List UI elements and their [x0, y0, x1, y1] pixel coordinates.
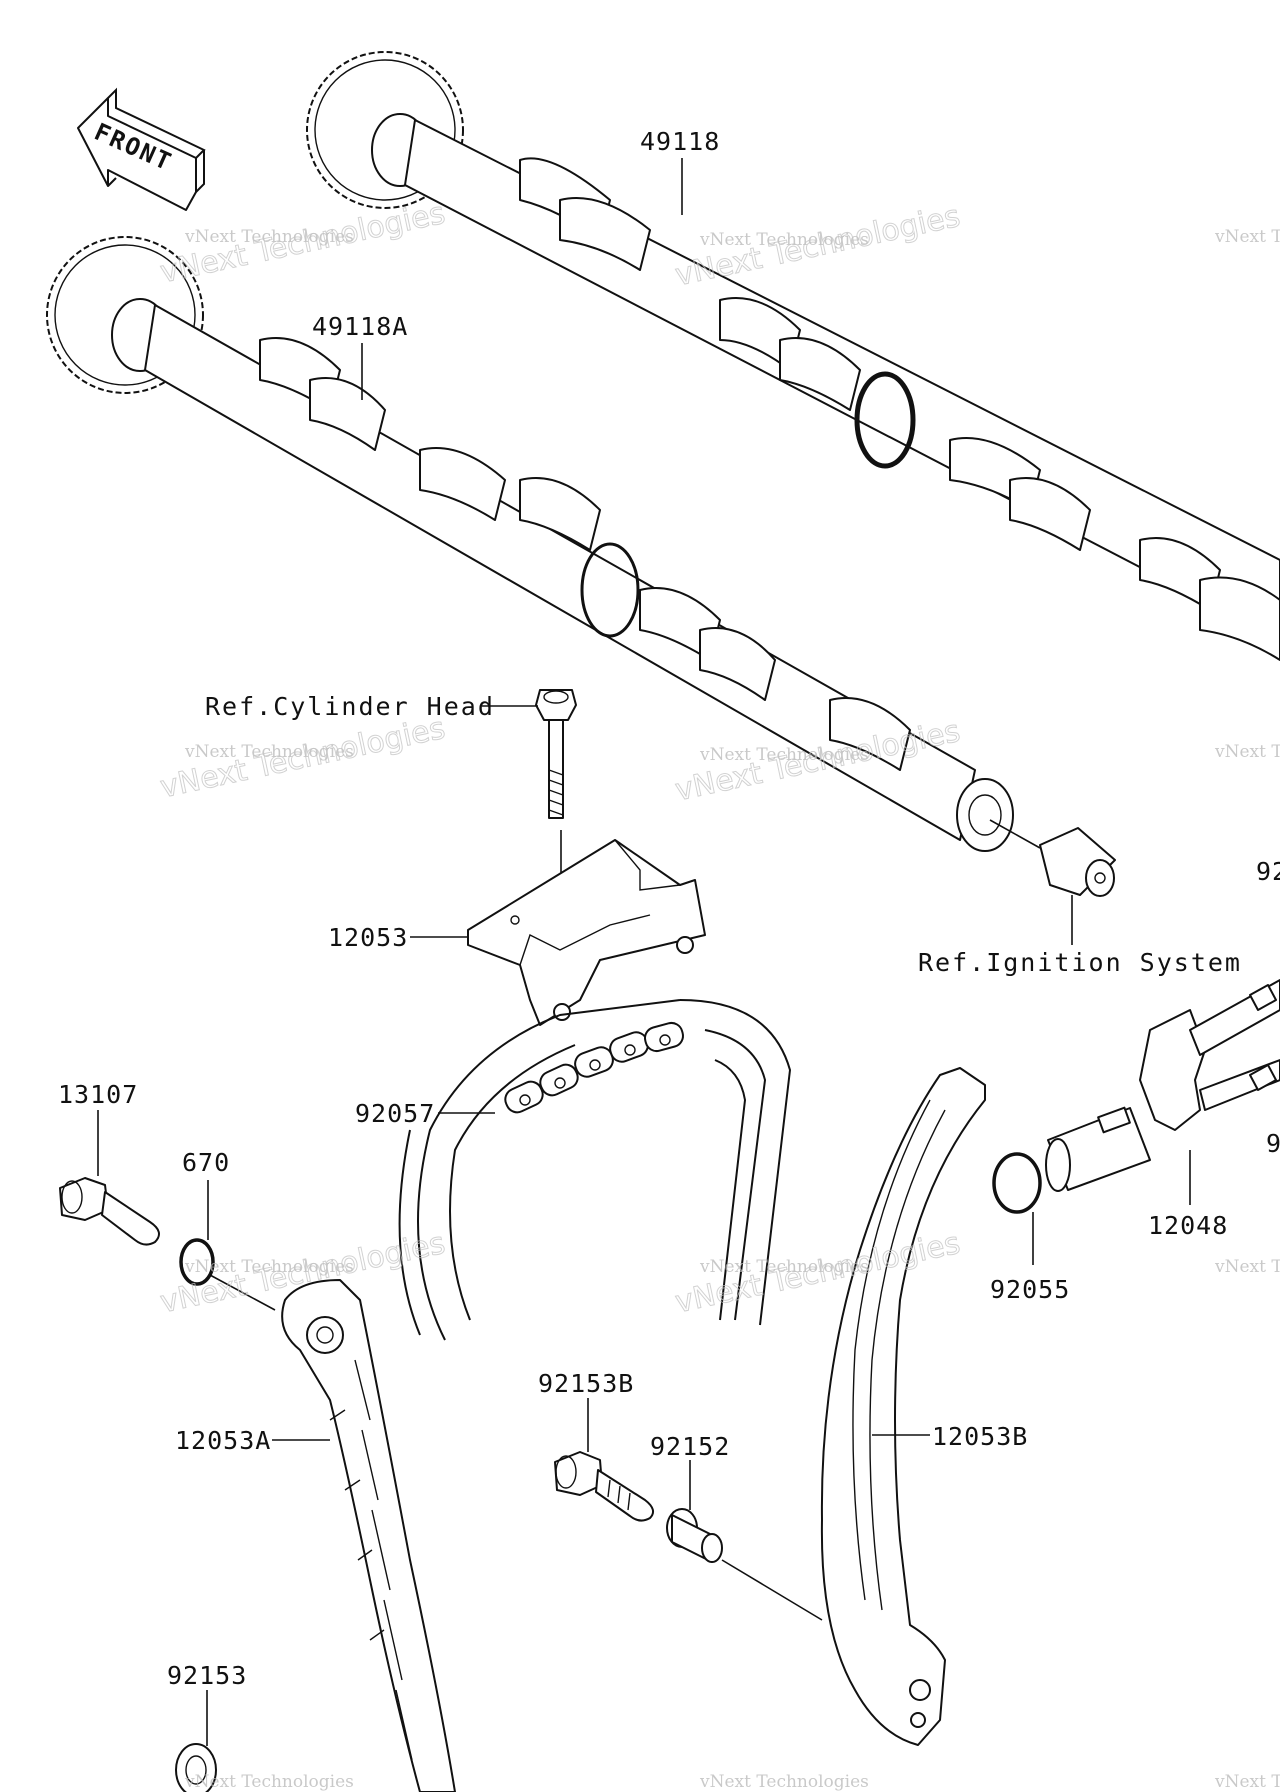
- label-ref-ignition-system: Ref.Ignition System: [918, 948, 1242, 977]
- label-92153: 92153: [167, 1661, 247, 1690]
- watermark-text: vNext Technologies: [184, 742, 354, 762]
- watermark: vNext Technologies: [1214, 742, 1280, 762]
- chain-guide-12053B: [820, 1067, 986, 1746]
- watermark-text: vNext Technologies: [1214, 742, 1280, 762]
- label-670: 670: [182, 1148, 230, 1177]
- washer-670: [179, 1180, 276, 1311]
- tensioner-12048: [1045, 979, 1280, 1205]
- label-92153B: 92153B: [538, 1369, 634, 1398]
- watermark-text: vNext Technologies: [184, 1772, 354, 1792]
- label-92057: 92057: [355, 1099, 435, 1128]
- label-12053A: 12053A: [175, 1426, 271, 1455]
- label-ref-cylinder-head: Ref.Cylinder Head: [205, 692, 495, 721]
- watermark-text: vNext Technologies: [699, 230, 869, 250]
- label-12053: 12053: [328, 923, 408, 952]
- chain-guide-12053A: [272, 1279, 456, 1792]
- label-92055: 92055: [990, 1275, 1070, 1304]
- bolt-92153B: [554, 1398, 655, 1522]
- o-ring-92055: [992, 1152, 1042, 1265]
- label-9-partial: 9: [1266, 1129, 1280, 1158]
- watermark-text: vNext Technologies: [184, 1257, 354, 1277]
- camshaft-49118: [306, 51, 1280, 661]
- front-arrow: FRONT: [77, 87, 206, 211]
- label-13107: 13107: [58, 1080, 138, 1109]
- bolt-92153: [175, 1690, 217, 1792]
- label-12048: 12048: [1148, 1211, 1228, 1240]
- collar-92152: [666, 1460, 823, 1621]
- watermark-text: vNext Technologies: [1214, 1257, 1280, 1277]
- watermark-text: vNext Technologies: [699, 745, 869, 765]
- chain-guide-12053: [410, 839, 706, 1026]
- chain-links: [504, 1021, 684, 1114]
- label-49118A: 49118A: [312, 312, 408, 341]
- cam-chain-92057: [398, 999, 792, 1341]
- label-92-partial: 92: [1256, 857, 1280, 886]
- watermark: vNext Technologies: [699, 1772, 869, 1792]
- watermark-text: vNext Technologies: [699, 1772, 869, 1792]
- label-49118: 49118: [640, 127, 720, 156]
- ignition-rotor: [989, 819, 1116, 945]
- watermark-text: vNext Technologies: [699, 1257, 869, 1277]
- bolt-13107: [59, 1110, 160, 1246]
- watermark: vNext Technologies: [1214, 227, 1280, 247]
- watermark: vNext Technologies: [1214, 1772, 1280, 1792]
- label-92152: 92152: [650, 1432, 730, 1461]
- watermark: vNext Technologies: [1214, 1257, 1280, 1277]
- label-12053B: 12053B: [932, 1422, 1028, 1451]
- watermark-text: vNext Technologies: [1214, 227, 1280, 247]
- camshaft-49118A: [46, 236, 1014, 852]
- watermark: vNext Technologies: [184, 1772, 354, 1792]
- watermark-text: vNext Technologies: [184, 227, 354, 247]
- watermark-text: vNext Technologies: [1214, 1772, 1280, 1792]
